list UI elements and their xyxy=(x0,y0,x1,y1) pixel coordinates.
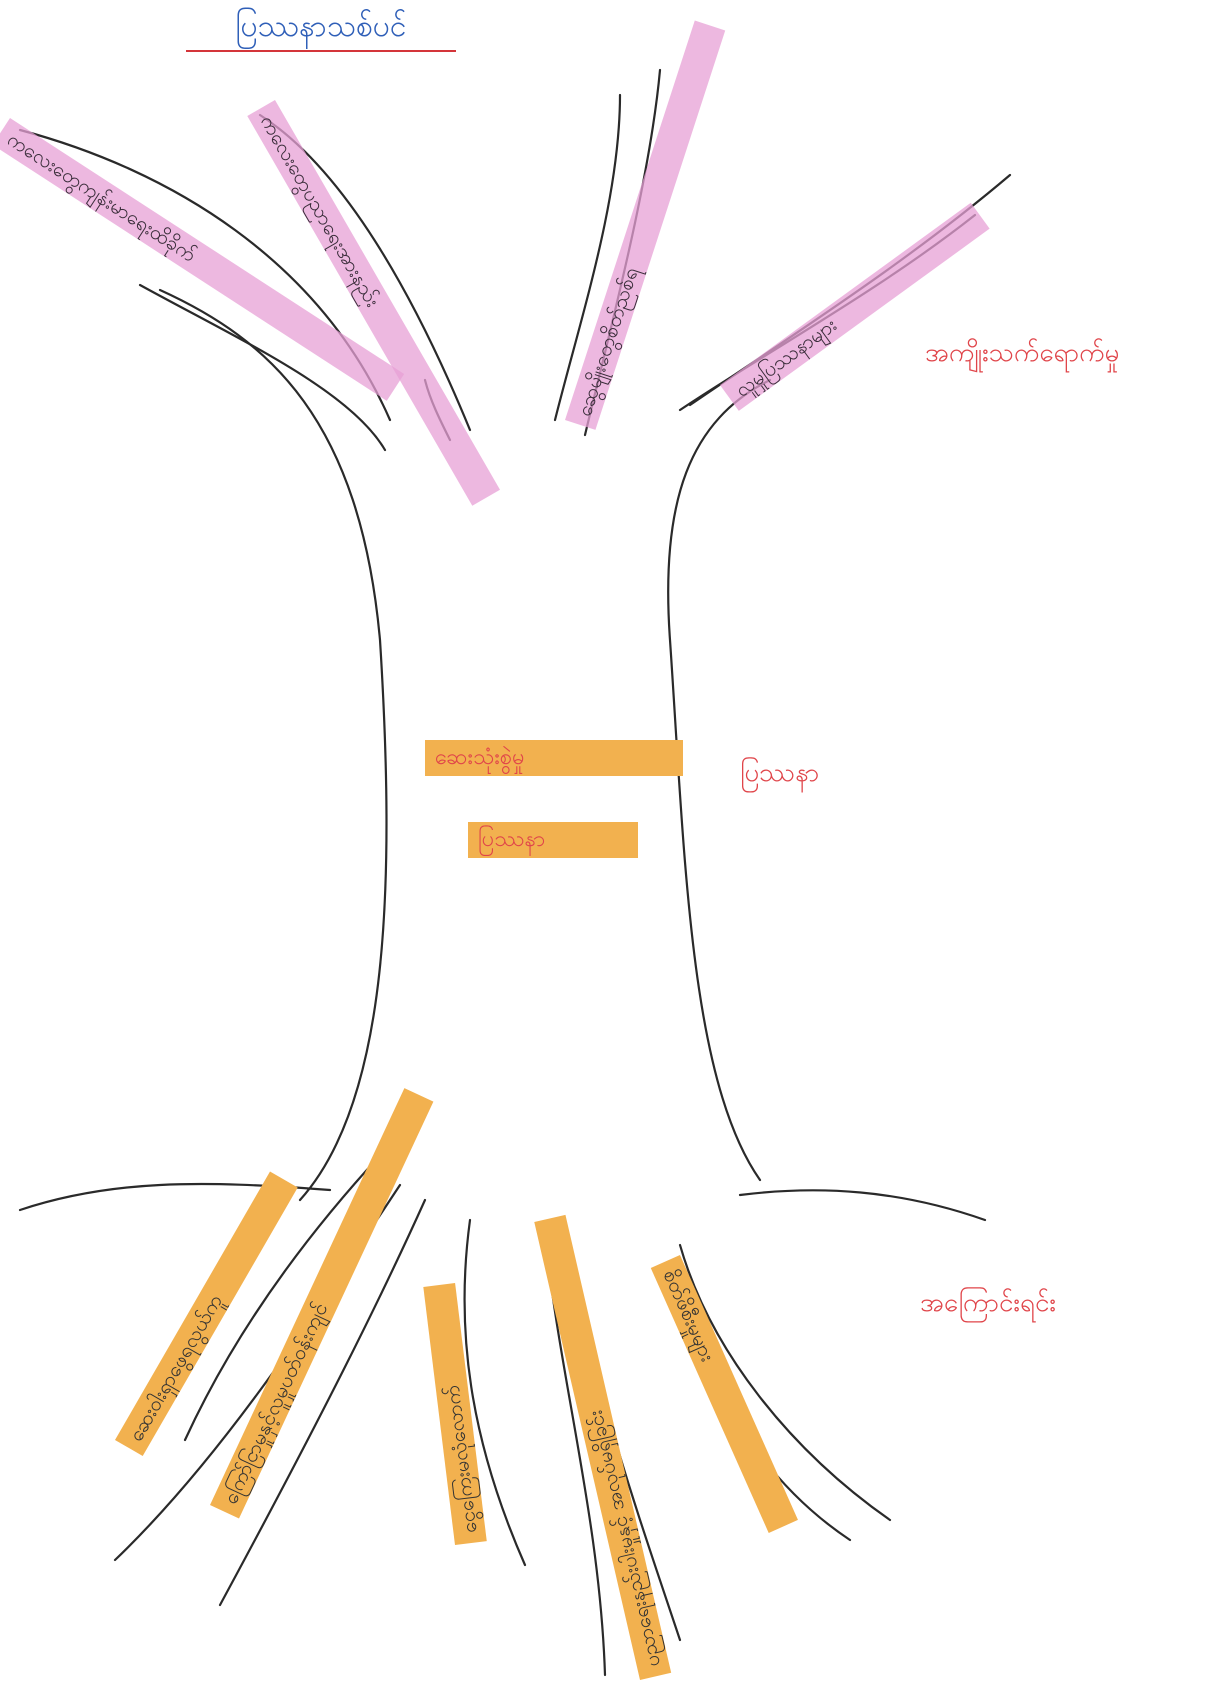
trunk-left-line xyxy=(160,290,387,1200)
causes-label: အကြောင်းရင်း xyxy=(920,1285,1056,1324)
root-line-10 xyxy=(740,1190,985,1220)
trunk-card-2: ပြဿနာ xyxy=(468,822,638,858)
problem-label: ပြဿနာ xyxy=(740,755,819,794)
trunk-card-1: ဆေးသုံးစွဲမှု xyxy=(425,740,683,776)
effects-label: အကျိုးသက်ရောက်မှု xyxy=(925,335,1119,374)
diagram-title: ပြဿနာသစ်ပင် xyxy=(186,8,456,52)
